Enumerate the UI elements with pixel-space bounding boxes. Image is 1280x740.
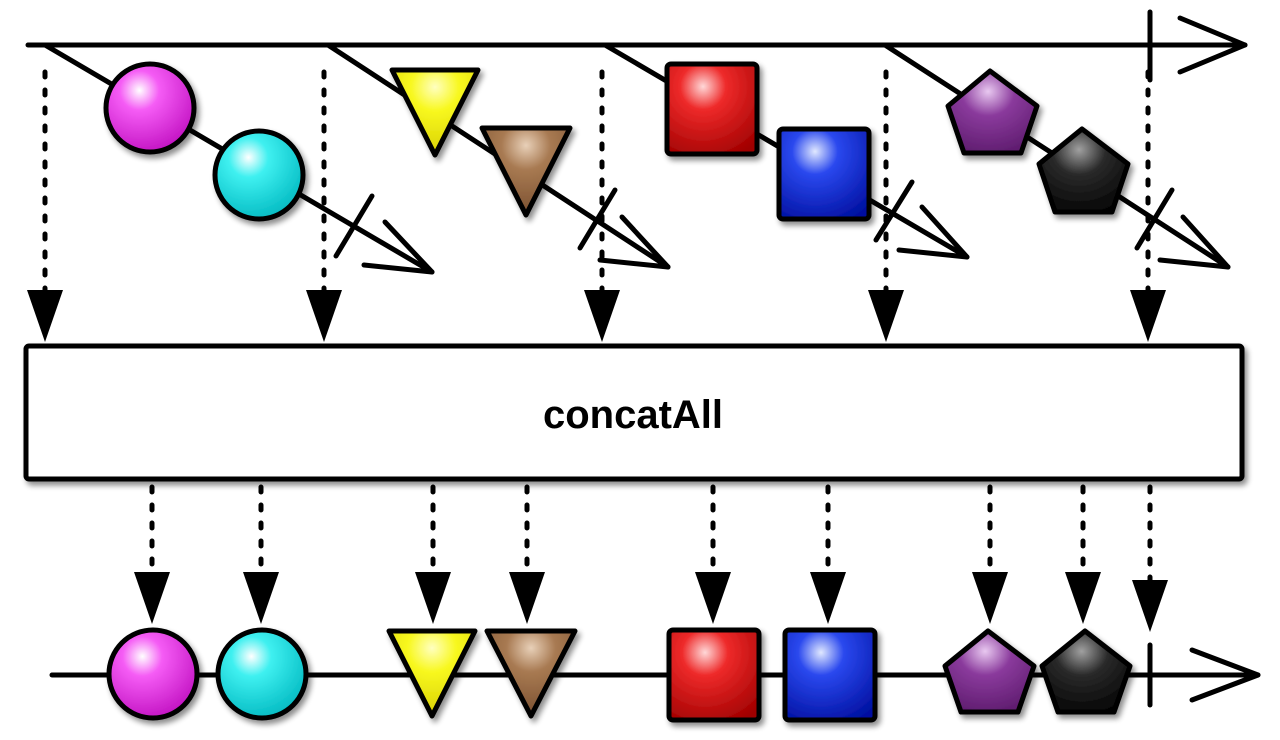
inner-3-complete-marker (873, 179, 915, 243)
operator-box: concatAll (23, 343, 1245, 482)
marble-black-pentagon (1036, 126, 1131, 215)
arrow-down-icon (810, 572, 846, 624)
marble-yellow-triangle (386, 628, 478, 719)
arrow-down-icon (415, 572, 451, 624)
output-items (106, 627, 1133, 723)
inner-observable-4 (882, 42, 1231, 270)
marble-tan-triangle (484, 628, 578, 719)
inner-1-arrowhead-icon (361, 219, 435, 275)
marble-black-pentagon (1039, 628, 1133, 715)
operator-label: concatAll (543, 393, 723, 437)
arrow-down-icon (27, 290, 63, 342)
inner-observable-2 (325, 42, 671, 270)
inner-1-complete-marker (333, 193, 375, 259)
marble-blue-square (776, 126, 872, 222)
source-timeline-arrowhead-icon (1177, 15, 1248, 75)
inner-3-arrowhead-icon (896, 204, 970, 260)
inner-4-complete-marker (1134, 187, 1175, 251)
arrow-down-icon (1132, 580, 1168, 632)
inner-2-arrowhead-icon (597, 214, 671, 270)
inner-4-arrowhead-icon (1157, 214, 1231, 270)
input-arrows (27, 69, 1166, 342)
marble-purple-pentagon (945, 68, 1040, 156)
inner-observable-3 (602, 42, 970, 260)
arrow-down-icon (584, 290, 620, 342)
arrow-down-icon (1130, 290, 1166, 342)
marble-tan-triangle (479, 125, 573, 218)
arrow-down-icon (1065, 572, 1101, 624)
marble-cyan-circle (212, 128, 306, 222)
arrow-down-icon (509, 572, 545, 624)
marble-magenta-circle (106, 627, 200, 721)
output-timeline-arrowhead-icon (1189, 647, 1261, 703)
inner-observable-1 (42, 42, 435, 275)
marble-cyan-circle (215, 627, 309, 721)
marble-red-square (666, 627, 762, 723)
source-timeline (25, 9, 1248, 83)
marble-magenta-circle (103, 61, 197, 155)
arrow-down-icon (972, 572, 1008, 624)
marble-purple-pentagon (942, 628, 1037, 715)
marble-blue-square (782, 627, 878, 723)
arrow-down-icon (306, 290, 342, 342)
arrow-down-icon (243, 572, 279, 624)
arrow-down-icon (134, 572, 170, 624)
marble-yellow-triangle (389, 67, 481, 158)
inner-2-complete-marker (577, 187, 618, 251)
arrow-down-icon (868, 290, 904, 342)
arrow-down-icon (695, 572, 731, 624)
output-arrows (134, 484, 1168, 632)
marble-red-square (664, 61, 760, 157)
